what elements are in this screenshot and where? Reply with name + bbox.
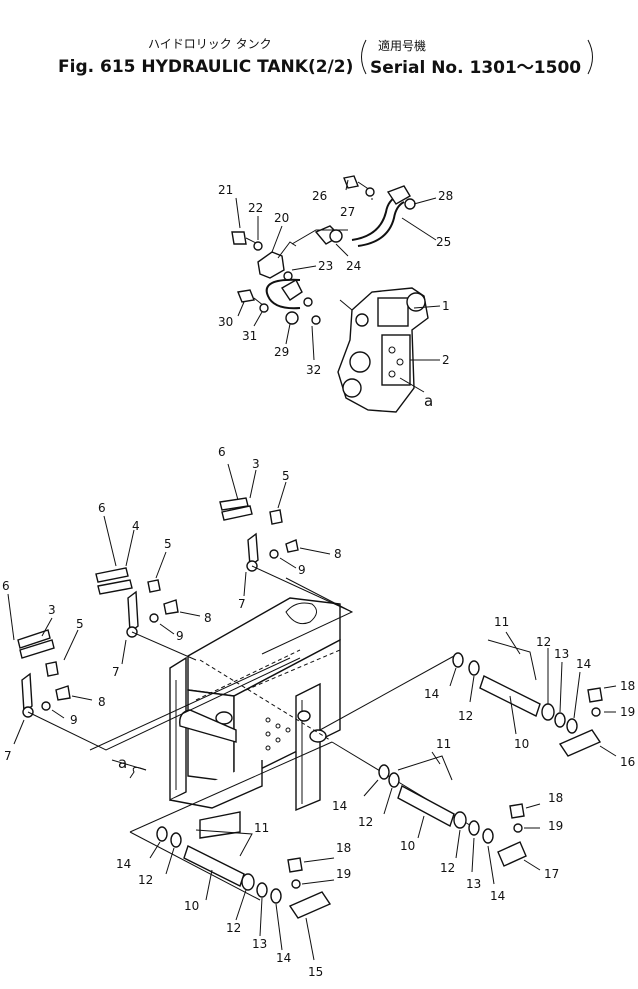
callout-6: 6	[2, 579, 10, 593]
callout-9: 9	[176, 629, 184, 643]
callout-7: 7	[238, 597, 246, 611]
callout-19: 19	[336, 867, 351, 881]
callout-15: 15	[308, 965, 323, 979]
callout-9: 9	[70, 713, 78, 727]
callout-8: 8	[204, 611, 212, 625]
callout-14: 14	[424, 687, 439, 701]
callout-8: 8	[98, 695, 106, 709]
callout-2: 2	[442, 353, 450, 367]
callout-10: 10	[514, 737, 529, 751]
callout-12: 12	[138, 873, 153, 887]
shaft-assembly-left	[149, 826, 335, 961]
callout-31: 31	[242, 329, 257, 343]
callout-5: 5	[76, 617, 84, 631]
callout-6: 6	[218, 445, 226, 459]
callout-11: 11	[436, 737, 451, 751]
callout-14: 14	[332, 799, 347, 813]
callout-5: 5	[164, 537, 172, 551]
callout-32: 32	[306, 363, 321, 377]
serial-bracket-left	[361, 39, 367, 75]
callout-18: 18	[620, 679, 635, 693]
callout-14: 14	[116, 857, 131, 871]
callout-25: 25	[436, 235, 451, 249]
lever-assembly-center	[95, 515, 201, 665]
callout-16: 16	[620, 755, 635, 769]
callout-12: 12	[536, 635, 551, 649]
callout-17: 17	[544, 867, 559, 881]
japanese-serial-label: 適用号機	[378, 38, 426, 53]
callout-6: 6	[98, 501, 106, 515]
callout-labels: 1 2 a 20 21 22 23 24 25 26 27 28 29 30 3…	[2, 183, 635, 979]
serial-bracket-right	[587, 39, 593, 75]
callout-20: 20	[274, 211, 289, 225]
callout-11: 11	[494, 615, 509, 629]
callout-14: 14	[490, 889, 505, 903]
callout-28: 28	[438, 189, 453, 203]
callout-a: a	[118, 754, 127, 772]
callout-12: 12	[358, 815, 373, 829]
callout-22: 22	[248, 201, 263, 215]
callout-10: 10	[184, 899, 199, 913]
callout-18: 18	[336, 841, 351, 855]
callout-21: 21	[218, 183, 233, 197]
callout-9: 9	[298, 563, 306, 577]
callout-a: a	[424, 392, 433, 410]
lever-assembly-left	[7, 593, 301, 779]
callout-29: 29	[274, 345, 289, 359]
callout-7: 7	[112, 665, 120, 679]
figure-header: ハイドロリック タンク Fig. 615 HYDRAULIC TANK(2/2)…	[58, 37, 593, 78]
callout-13: 13	[554, 647, 569, 661]
serial-range: Serial No. 1301～1500	[370, 58, 581, 78]
callout-14: 14	[576, 657, 591, 671]
japanese-title: ハイドロリック タンク	[148, 37, 272, 51]
callout-23: 23	[318, 259, 333, 273]
callout-19: 19	[620, 705, 635, 719]
callout-1: 1	[442, 299, 450, 313]
callout-3: 3	[252, 457, 260, 471]
figure-title: Fig. 615 HYDRAULIC TANK(2/2)	[58, 57, 353, 77]
callout-14: 14	[276, 951, 291, 965]
callout-13: 13	[252, 937, 267, 951]
callout-24: 24	[346, 259, 361, 273]
callout-12: 12	[440, 861, 455, 875]
shaft-assembly-right	[449, 631, 617, 757]
callout-26: 26	[312, 189, 327, 203]
hydraulic-tank-body	[89, 577, 479, 901]
lever-assembly-right	[219, 463, 353, 613]
callout-19: 19	[548, 819, 563, 833]
callout-30: 30	[218, 315, 233, 329]
callout-8: 8	[334, 547, 342, 561]
callout-4: 4	[132, 519, 140, 533]
shaft-assembly-middle	[363, 751, 541, 885]
callout-12: 12	[226, 921, 241, 935]
callout-27: 27	[340, 205, 355, 219]
callout-5: 5	[282, 469, 290, 483]
callout-10: 10	[400, 839, 415, 853]
callout-7: 7	[4, 749, 12, 763]
callout-13: 13	[466, 877, 481, 891]
callout-18: 18	[548, 791, 563, 805]
control-valve-assembly	[231, 175, 441, 413]
callout-3: 3	[48, 603, 56, 617]
callout-12: 12	[458, 709, 473, 723]
callout-11: 11	[254, 821, 269, 835]
